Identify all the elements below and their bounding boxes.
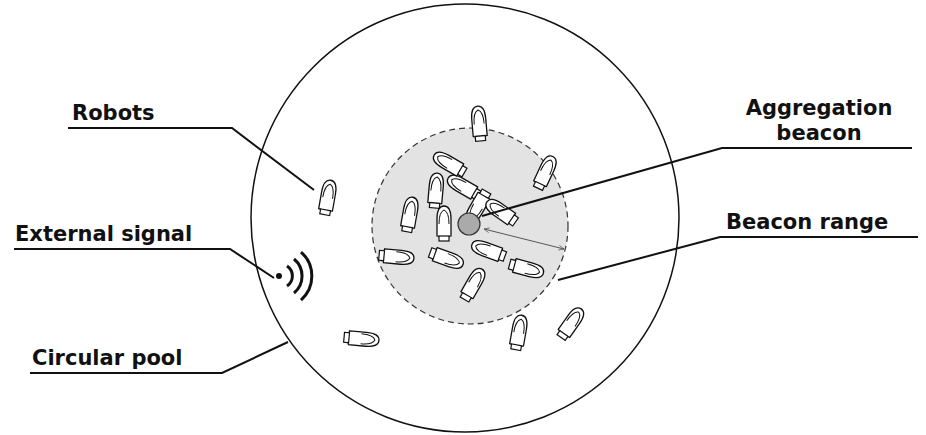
robots-label: Robots — [72, 101, 155, 126]
robot — [508, 257, 545, 280]
robot — [483, 196, 520, 228]
robot — [532, 154, 559, 192]
robot — [318, 179, 338, 216]
external-signal-label: External signal — [15, 222, 192, 247]
robot — [437, 206, 451, 241]
robot — [343, 330, 379, 347]
range-label: Beacon range — [726, 210, 888, 235]
robot — [378, 248, 414, 265]
beacon-range — [372, 128, 568, 324]
leader-lines — [14, 128, 918, 373]
beacon-label: Aggregation beacon — [724, 96, 914, 146]
robot — [427, 172, 444, 208]
robot — [458, 266, 488, 303]
signal-icon — [276, 252, 312, 300]
robot — [509, 314, 529, 351]
circular-pool — [251, 4, 679, 432]
robot — [400, 196, 420, 233]
robots — [318, 105, 587, 350]
robot — [471, 105, 488, 141]
robot — [431, 149, 468, 179]
robot — [555, 305, 587, 342]
range-arrow — [484, 229, 564, 249]
pool-label: Circular pool — [32, 346, 183, 371]
robot — [428, 246, 466, 271]
robot — [470, 238, 508, 263]
aggregation-beacon — [458, 213, 480, 235]
